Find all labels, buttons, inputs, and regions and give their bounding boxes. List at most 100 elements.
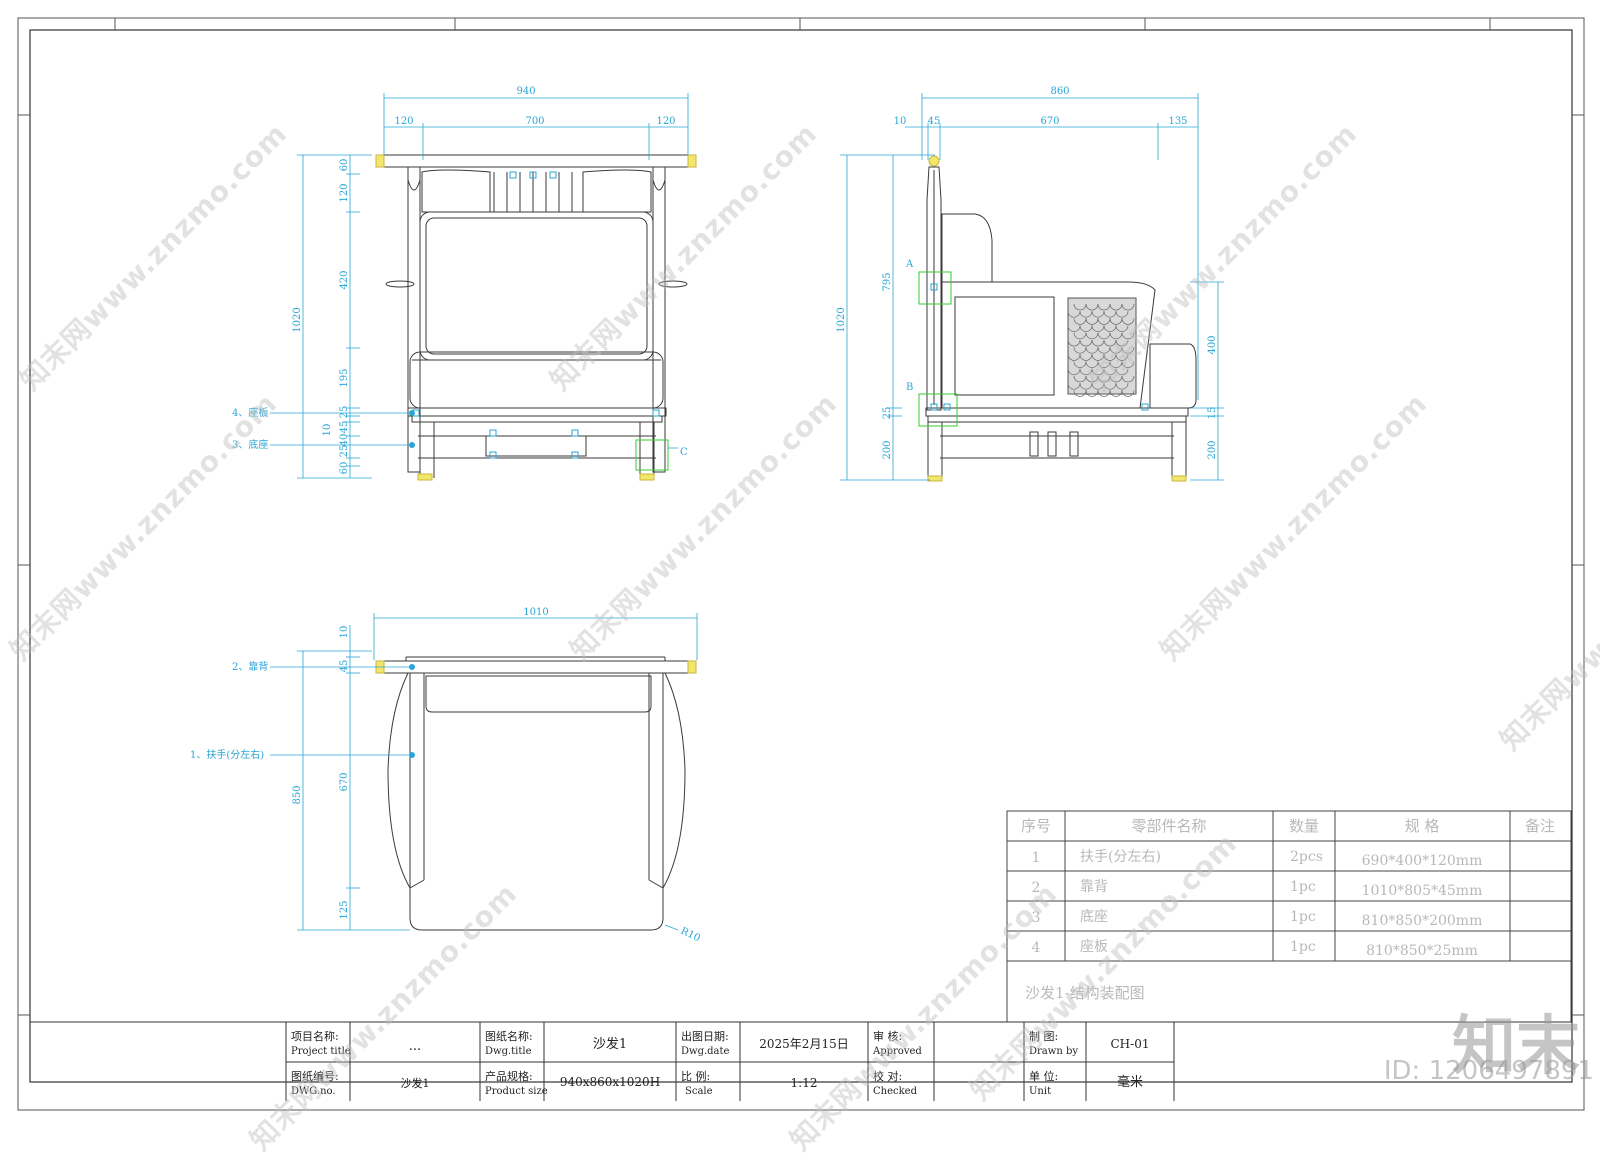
tb-title-label-en: Dwg.title [485, 1046, 532, 1057]
bom-row-3-name: 底座 [1080, 909, 1108, 925]
fish-scale-arc [1115, 325, 1129, 332]
callout-dot-base [409, 442, 415, 448]
fish-scale-arc [1109, 390, 1123, 397]
bom-row-1-no: 1 [1032, 850, 1041, 866]
fish-scale-arc [1103, 354, 1117, 361]
fish-scale-arc [1115, 383, 1129, 390]
drawing-id-watermark: ID: 1206497891 [1383, 1056, 1594, 1086]
fish-scale-arc [1085, 332, 1099, 340]
bom-header-qty: 数量 [1289, 817, 1319, 835]
fish-scale-arc [1079, 339, 1093, 347]
bom-row-2-no: 2 [1032, 880, 1041, 896]
tb-title-label-cn: 图纸名称: [485, 1029, 533, 1043]
fish-scale-arc [1103, 311, 1117, 318]
tb-checked-label-en: Checked [873, 1086, 918, 1097]
bom-row-2-qty: 1pc [1290, 879, 1316, 895]
fish-scale-arc [1091, 325, 1105, 332]
bom-row-4-qty: 1pc [1290, 939, 1316, 955]
callout-back: 2、靠背 [232, 660, 268, 673]
bom-caption: 沙发1-结构装配图 [1025, 984, 1145, 1002]
callout-detail-a: A [905, 259, 914, 270]
fish-scale-arc [1091, 383, 1105, 390]
dim-side-overall-h: 1020 [836, 307, 847, 332]
front-view-dimensions [270, 93, 689, 479]
fish-scale-arc [1067, 339, 1081, 347]
tb-date-value: 2025年2月15日 [759, 1037, 848, 1051]
outer-border [17, 17, 1585, 1111]
fish-scale-arc [1097, 303, 1111, 311]
dim-side-w45: 45 [928, 116, 941, 127]
fish-scale-arc [1121, 318, 1135, 325]
title-block-values: ... 沙发1 沙发1 940x860x1020H 2025年2月15日 1:1… [401, 1036, 1150, 1090]
bom-row-2-spec: 1010*805*45mm [1362, 883, 1483, 899]
fish-scale-arc [1097, 361, 1111, 368]
dim-front-overall-w: 940 [516, 86, 535, 97]
fish-scale-arc [1121, 347, 1135, 354]
tb-size-label-en: Product size [485, 1086, 548, 1097]
dim-side-h25: 25 [882, 407, 893, 420]
dim-front-w-right: 120 [656, 116, 675, 127]
fish-scale-arc [1103, 339, 1117, 347]
tb-dwgno-value: 沙发1 [401, 1076, 430, 1090]
side-view-dim-labels: 860 10 45 670 135 1020 795 25 200 400 15… [836, 86, 1218, 460]
fish-scale-arc [1115, 368, 1129, 376]
tb-dwgno-label-cn: 图纸编号: [291, 1069, 339, 1083]
bom-row-1-spec: 690*400*120mm [1362, 853, 1483, 869]
tb-project-label-cn: 项目名称: [291, 1029, 339, 1043]
dim-front-h45: 45 [339, 421, 350, 434]
bom-header-row: 序号 零部件名称 数量 规 格 备注 [1021, 817, 1555, 835]
dim-front-h195: 195 [339, 368, 350, 387]
fish-scale-arc [1115, 354, 1129, 361]
front-view [375, 154, 697, 481]
fish-scale-arc [1103, 383, 1117, 390]
dim-front-overall-h: 1020 [292, 307, 303, 332]
fish-scale-arc [1109, 332, 1123, 340]
dim-front-h40: 40 [339, 434, 350, 447]
callout-dot-seat-board [409, 410, 415, 416]
fish-scale-arc [1073, 390, 1087, 397]
fish-scale-arc [1121, 303, 1135, 311]
bom-header-spec: 规 格 [1405, 817, 1440, 835]
fish-scale-arc [1085, 375, 1099, 383]
side-view-dimensions [840, 93, 1224, 481]
dim-side-w10: 10 [894, 116, 907, 127]
tb-project-value: ... [409, 1039, 421, 1054]
side-view [918, 155, 1197, 482]
dim-top-h45: 45 [339, 660, 350, 673]
bom-rows: 1 扶手(分左右) 2pcs 690*400*120mm 2 靠背 1pc 10… [1032, 849, 1483, 959]
fish-scale-arc [1121, 390, 1135, 397]
bom-row-4-spec: 810*850*25mm [1366, 943, 1478, 959]
fish-scale-arc [1115, 339, 1129, 347]
bom-row-3-qty: 1pc [1290, 909, 1316, 925]
dim-top-radius: R10 [679, 926, 702, 945]
dim-top-overall-w: 1010 [523, 607, 548, 618]
fish-scale-arc [1121, 361, 1135, 368]
fish-scale-arc [1085, 361, 1099, 368]
tb-scale-value: 1:12 [791, 1076, 818, 1090]
fish-scale-arc [1091, 311, 1105, 318]
bom-row-1-name: 扶手(分左右) [1080, 849, 1161, 865]
fish-scale-arc [1109, 303, 1123, 311]
bom-row-4-no: 4 [1032, 940, 1041, 956]
fish-scale-arc [1097, 318, 1111, 325]
tb-date-label-en: Dwg.date [681, 1046, 730, 1057]
fish-scale-arc [1073, 375, 1087, 383]
dim-side-h795: 795 [882, 272, 893, 291]
fish-scale-arc [1067, 383, 1081, 390]
callout-base: 3、底座 [232, 438, 268, 451]
dim-side-r400: 400 [1207, 335, 1218, 354]
inner-border [29, 29, 1573, 1083]
fish-scale-arc [1097, 332, 1111, 340]
fish-scale-arc [1109, 375, 1123, 383]
fish-scale-arc [1085, 390, 1099, 397]
tb-unit-value: 毫米 [1117, 1074, 1143, 1090]
fish-scale-arcs [1067, 303, 1135, 397]
fish-scale-arc [1079, 311, 1093, 318]
tb-approved-label-en: Approved [872, 1046, 922, 1057]
fish-scale-arc [1109, 347, 1123, 354]
fish-scale-arc [1085, 303, 1099, 311]
fish-scale-arc [1085, 318, 1099, 325]
fish-scale-arc [1073, 318, 1087, 325]
fish-scale-arc [1091, 339, 1105, 347]
bom-header-name: 零部件名称 [1131, 817, 1206, 835]
